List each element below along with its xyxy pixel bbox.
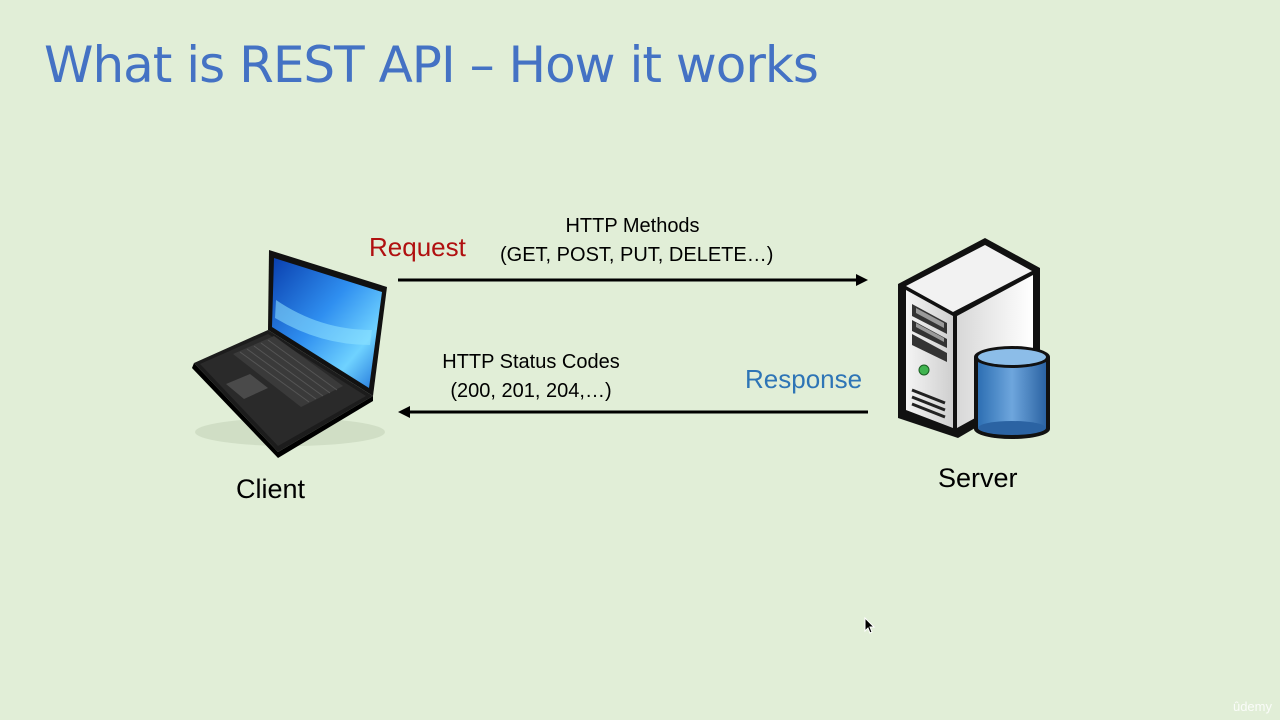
slide-title: What is REST API – How it works [44,36,819,94]
client-label: Client [236,474,306,504]
udemy-watermark: ûdemy [1232,699,1272,714]
http-methods-title: HTTP Methods [565,215,700,237]
http-status-codes-list: (200, 201, 204,…) [450,380,612,402]
http-methods-label: HTTP Methods (GET, POST, PUT, DELETE…) [500,212,774,270]
server-label: Server [938,463,1018,493]
http-methods-list: (GET, POST, PUT, DELETE…) [500,244,774,266]
laptop-icon [192,250,387,458]
response-arrow [398,406,868,418]
request-label: Request [369,232,466,262]
response-label: Response [745,364,863,394]
server-database-icon [898,238,1050,439]
http-status-codes-label: HTTP Status Codes (200, 201, 204,…) [430,348,632,406]
mouse-cursor-icon [864,617,876,634]
request-arrow [398,274,868,286]
http-status-codes-title: HTTP Status Codes [442,351,620,373]
